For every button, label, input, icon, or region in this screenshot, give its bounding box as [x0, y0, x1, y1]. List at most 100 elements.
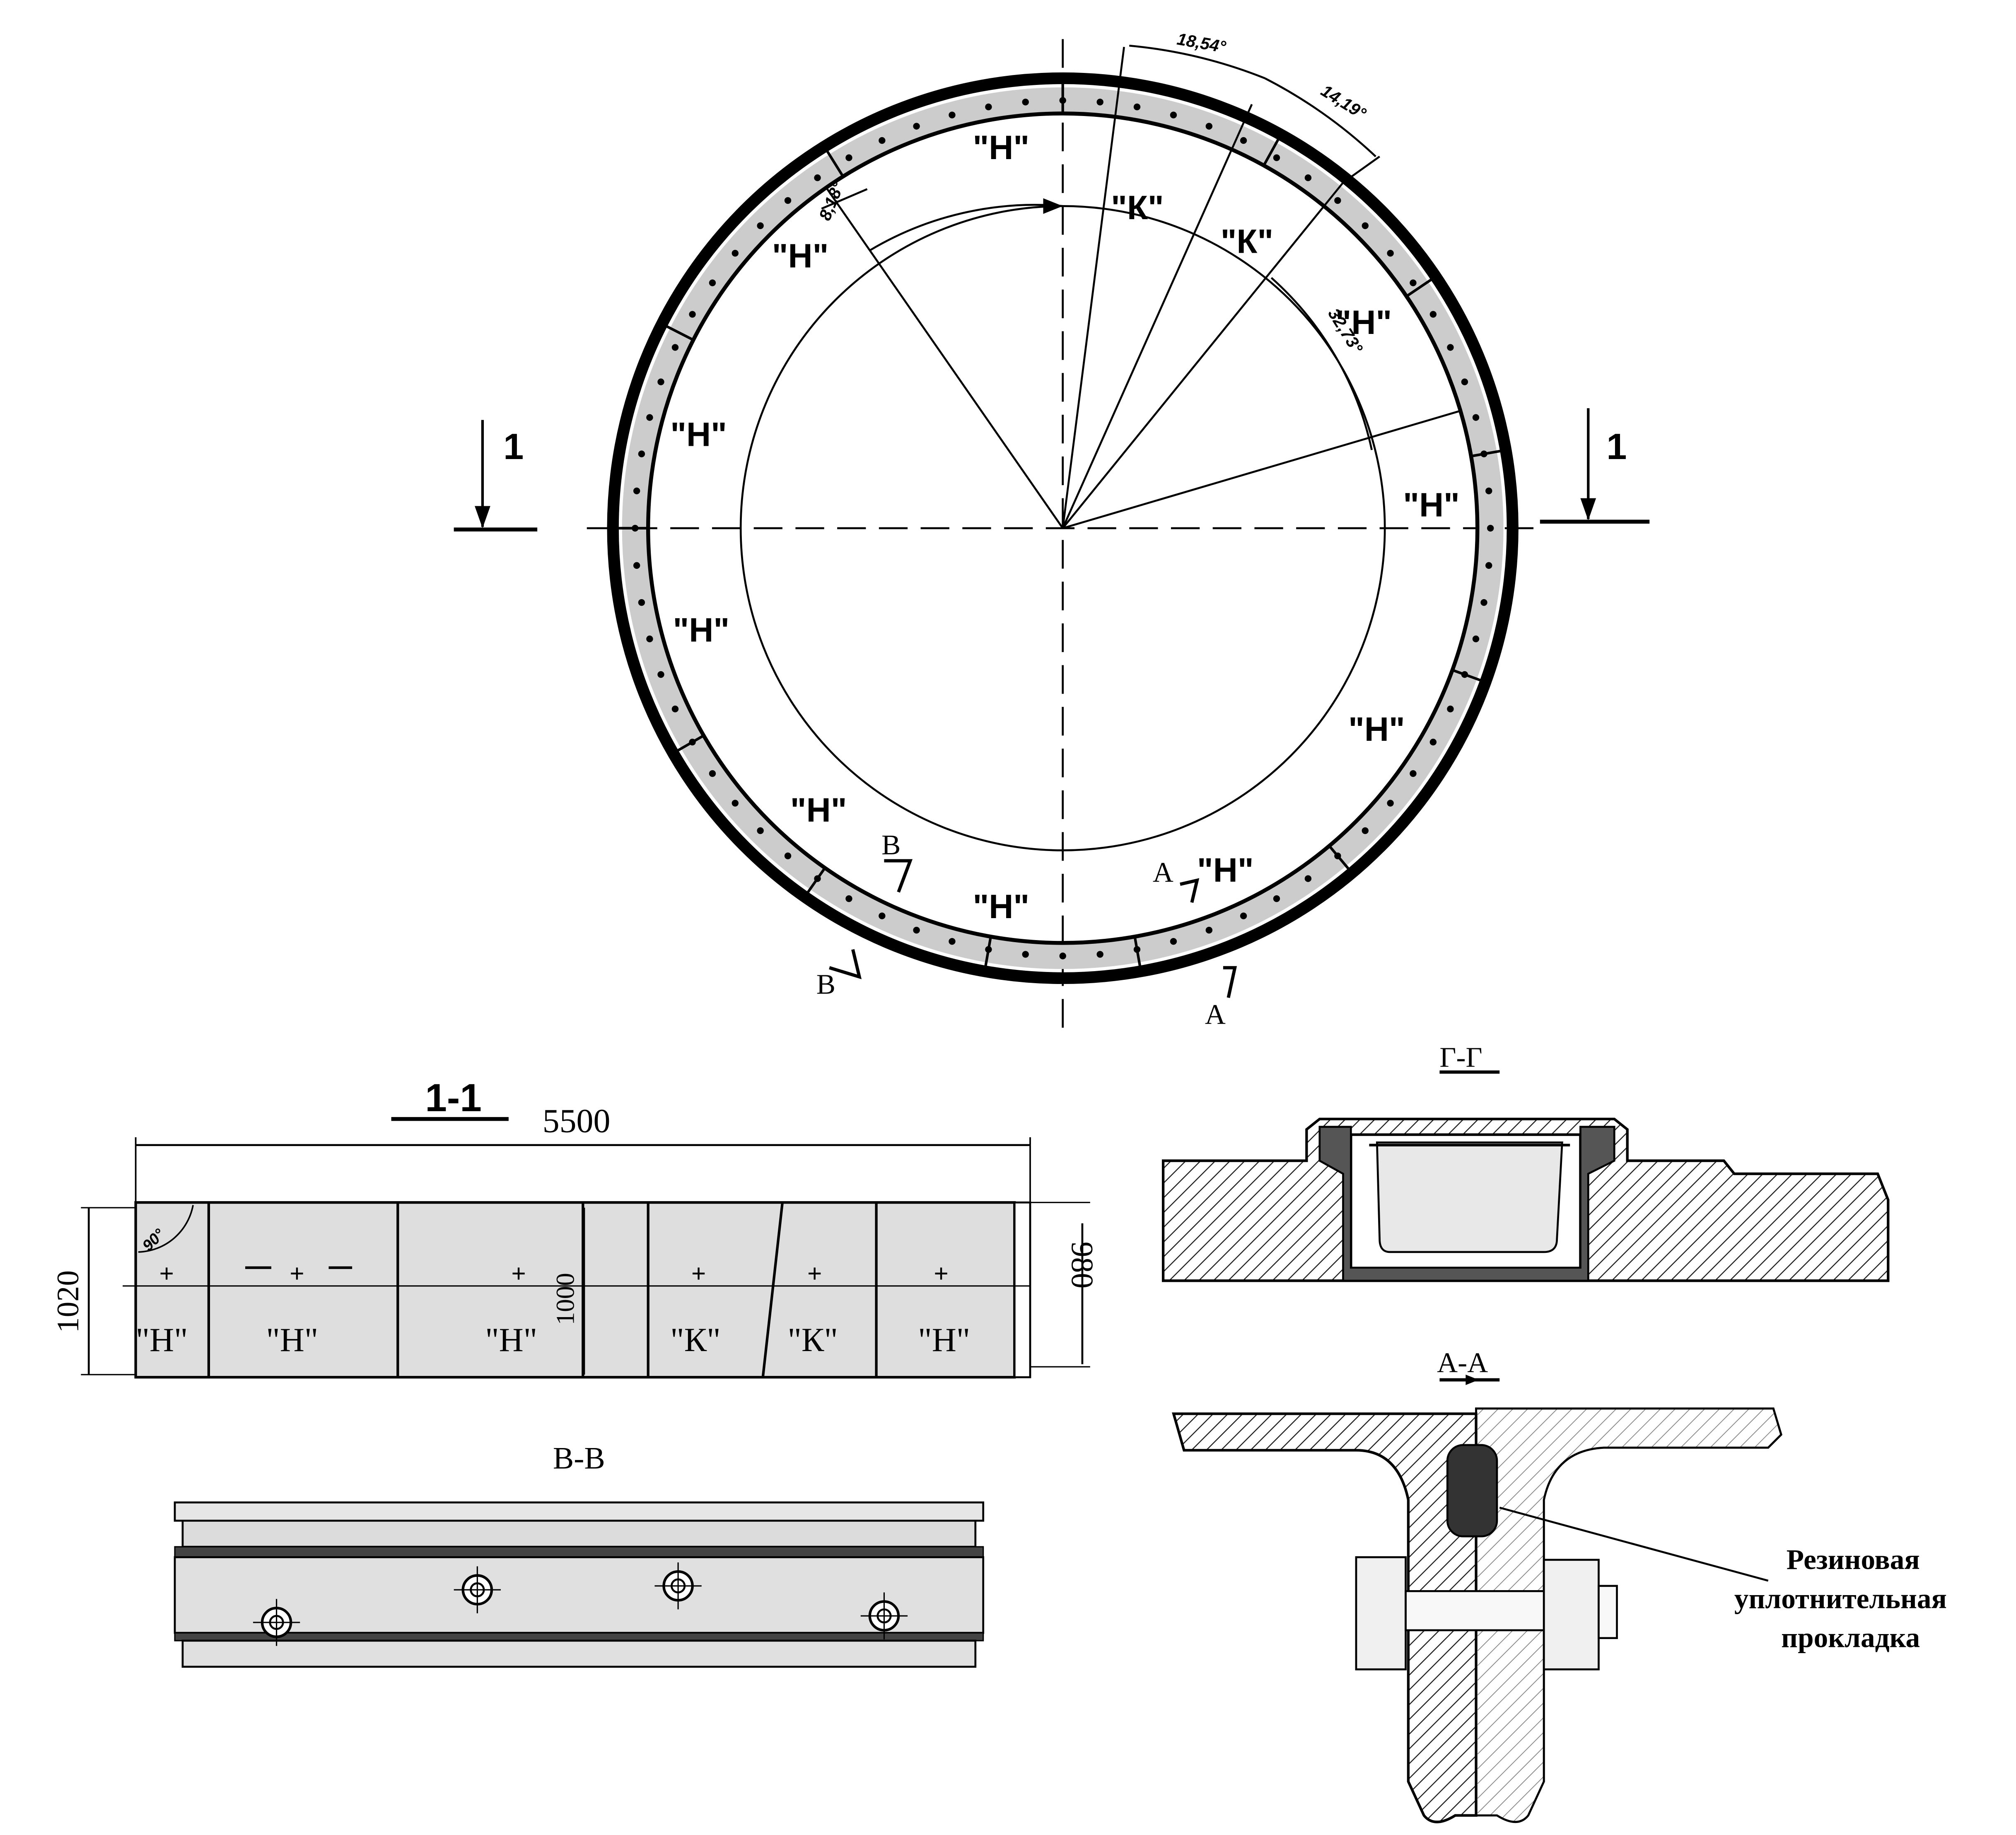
bolt-hole [1461, 378, 1468, 385]
segment-joint [1405, 275, 1437, 297]
bolt-hole [814, 174, 821, 181]
segment-label: "Н" [772, 237, 829, 275]
bolt-hole [1429, 738, 1437, 746]
bolt-hole [1170, 938, 1177, 945]
bolt-hole [1362, 222, 1369, 229]
angle-arc-upper [869, 204, 1063, 251]
segment-label: "Н" [485, 1321, 537, 1359]
segment-joint [672, 734, 705, 754]
cap-insert [1376, 1141, 1563, 1253]
angle-label-k1: 18,54° [1176, 29, 1228, 57]
bolt-hole [1170, 111, 1177, 118]
arrowhead [1043, 198, 1063, 214]
svg-text:+: + [934, 1259, 949, 1288]
gasket-label: прокладка [1781, 1622, 1920, 1654]
segment-labels: "Н" "Н" "К" "К" "Н" "Н" "Н" "Н" "Н" "Н" … [670, 129, 1460, 926]
ring-plan-view: 18,54° 14,19° 8,18° 32,73° "Н" "Н" "К" "… [454, 29, 1650, 1030]
bolt-hole [1472, 414, 1480, 421]
section-marker-right: 1 [1540, 408, 1650, 524]
svg-text:+: + [290, 1259, 304, 1288]
section-1-1-view: 1-1 5500 + + + + + + 90° [51, 1076, 1099, 1379]
bolt-hole [845, 154, 852, 161]
rubber-seal [1318, 1126, 1615, 1282]
segment-label: "Н" [790, 791, 847, 829]
bolt-hole [709, 279, 716, 286]
bolt-hole [1205, 123, 1213, 130]
bolt-hole [879, 137, 886, 144]
bolt-hole [1240, 137, 1247, 144]
bolt-hole [1240, 912, 1247, 919]
bolt-hole [879, 912, 886, 919]
bolt-hole [1133, 103, 1141, 111]
bolt-hole-symbol [253, 1599, 300, 1646]
section-marker-left: 1 [454, 420, 538, 532]
bolt-hole [657, 671, 664, 678]
bolt-hole [657, 378, 664, 385]
svg-text:+: + [807, 1259, 822, 1288]
section-title: 1-1 [425, 1076, 481, 1120]
bolt-hole [913, 123, 920, 130]
section-g-g-view: Г-Г [1161, 1041, 1890, 1282]
section-marker-label: 1 [503, 426, 524, 467]
bolt-hole [633, 487, 640, 495]
cut-label-b: В [881, 829, 901, 861]
bolt-hole-symbol [654, 1562, 702, 1610]
angle-label-k2: 14,19° [1318, 81, 1370, 123]
segment-label: "Н" [973, 129, 1030, 167]
radial-lines [824, 47, 1461, 529]
segment-label: "Н" [136, 1321, 188, 1359]
bolt-hole [1485, 487, 1492, 495]
rubber-gasket [1446, 1444, 1498, 1538]
angle-arc-right [1270, 277, 1373, 450]
bolt-hole [1410, 770, 1417, 777]
section-title: В-В [553, 1441, 605, 1475]
segment-joints [613, 78, 1506, 972]
segment-joint [1263, 134, 1282, 166]
bolt-hole [633, 562, 640, 569]
bolt-hole [1304, 174, 1312, 181]
segment-joint [661, 323, 694, 341]
bolt-hole [1273, 895, 1280, 902]
segment-label: "Н" [673, 612, 730, 649]
panel-joints [207, 1202, 878, 1378]
segment-label: "К" [788, 1321, 838, 1359]
bolt-hole [732, 250, 739, 257]
bolt-hole [1022, 951, 1029, 958]
bolt-hole [1447, 344, 1454, 351]
segment-joint [1452, 669, 1486, 684]
bolt-hole [1059, 953, 1066, 960]
section-title: А-А [1437, 1347, 1488, 1378]
bolt-hole [949, 111, 956, 118]
svg-text:+: + [159, 1259, 174, 1288]
section-a-a-view: А-А Резиновая уплотнительная прокладка [1172, 1347, 1947, 1823]
gasket-label: Резиновая [1787, 1543, 1920, 1575]
dimension-height-outer: 1020 [51, 1270, 85, 1333]
bolt-hole [1273, 154, 1280, 161]
section-b-b-view: В-В [174, 1441, 985, 1668]
segment-joint [823, 146, 844, 177]
bolt-hole [638, 450, 645, 457]
bolt-hole [1387, 800, 1394, 807]
gasket-label: уплотнительная [1734, 1582, 1947, 1614]
wall-panel-strip [134, 1201, 1016, 1379]
bolt-hole [689, 311, 696, 318]
section-title: Г-Г [1439, 1041, 1482, 1073]
segment-joint [1328, 845, 1353, 874]
segment-label: "Н" [1348, 711, 1405, 748]
bolt-hole [913, 926, 920, 934]
bolt-nut [1543, 1559, 1600, 1671]
bolt-hole [671, 344, 679, 351]
svg-text:+: + [691, 1259, 706, 1288]
bolt-hole [784, 197, 792, 204]
cut-label-a: А [1205, 998, 1226, 1030]
bolt-hole [1362, 827, 1369, 834]
bolt-hole [1447, 706, 1454, 713]
segment-label: "К" [1221, 223, 1274, 261]
dimension-height-right: 980 [1065, 1242, 1099, 1289]
bolt-hole-symbol [454, 1566, 501, 1613]
segment-joint [983, 936, 992, 972]
bolt-hole [1334, 197, 1341, 204]
bolt-hole [732, 800, 739, 807]
